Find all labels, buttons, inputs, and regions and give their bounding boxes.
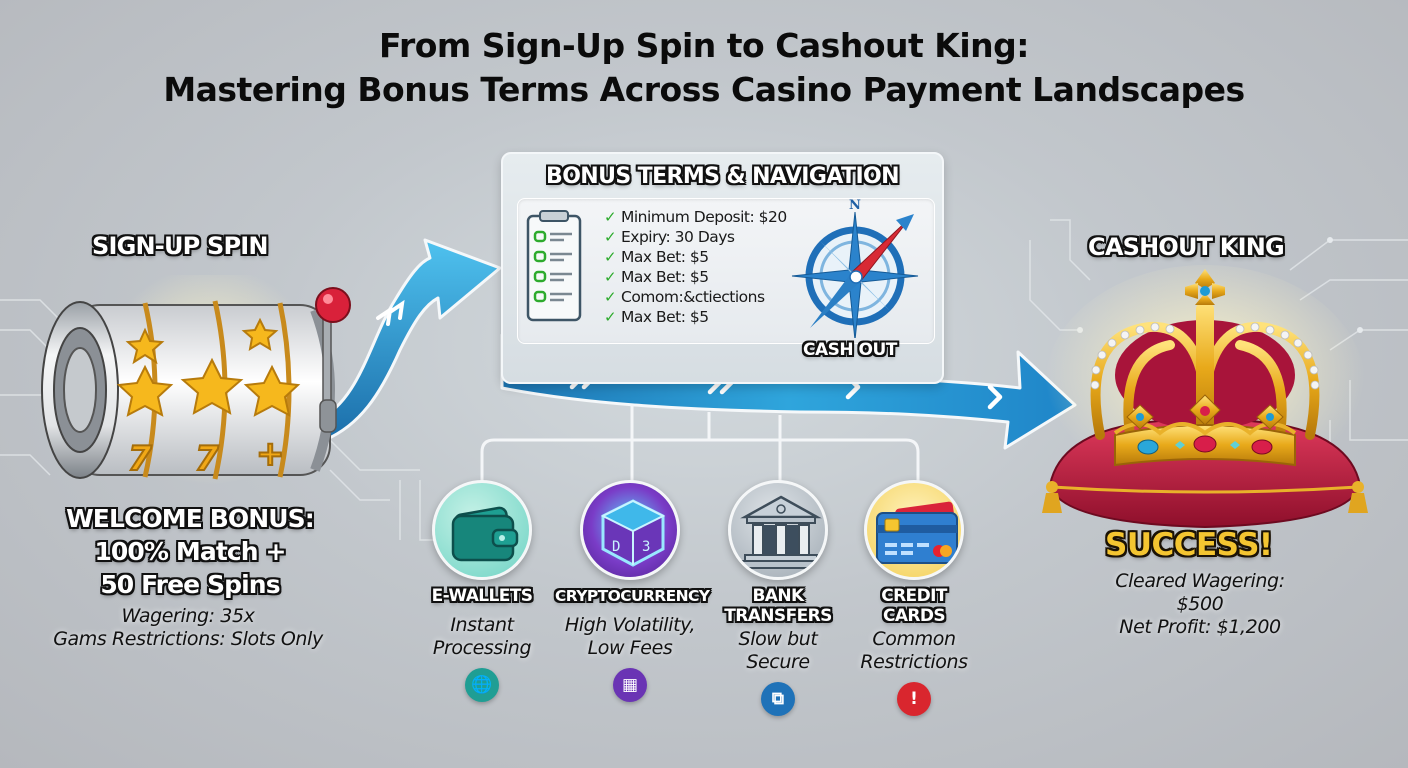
bank-icon <box>728 480 828 580</box>
payment-method-label: E-WALLETS <box>431 586 533 606</box>
wallet-icon <box>432 480 532 580</box>
success-heading: SUCCESS! <box>1105 527 1273 563</box>
payment-method-note: Instant Processing <box>432 614 532 659</box>
svg-text:N: N <box>849 198 861 213</box>
svg-text:+: + <box>256 434 285 474</box>
term-item: ✓Comom:&ctiections <box>604 288 765 306</box>
cashout-king-heading: CASHOUT KING <box>1088 233 1285 261</box>
payment-method-crypto[interactable]: D 3 CRYPTOCURRENCY High Volatility, Low … <box>555 480 710 702</box>
payment-method-ewallets[interactable]: E-WALLETS Instant Processing 🌐 <box>407 480 557 702</box>
svg-text:7: 7 <box>195 439 219 479</box>
payment-method-bank-transfers[interactable]: BANK TRANSFERS Slow but Secure ⧉ <box>703 480 853 716</box>
svg-text:D: D <box>612 539 620 555</box>
cleared-wagering-text: Cleared Wagering: $500 <box>1115 570 1285 615</box>
cashout-results: Cleared Wagering: $500 Net Profit: $1,20… <box>1090 570 1310 639</box>
title-line-2: Mastering Bonus Terms Across Casino Paym… <box>163 70 1245 109</box>
payment-method-label: CREDIT CARDS <box>881 586 947 626</box>
check-icon: ✓ <box>604 228 617 246</box>
page-title: From Sign-Up Spin to Cashout King: Maste… <box>0 24 1408 112</box>
check-icon: ✓ <box>604 288 617 306</box>
game-restrictions-text: Gams Restrictions: Slots Only <box>53 628 323 650</box>
payment-method-note: Slow but Secure <box>738 628 818 673</box>
welcome-bonus-line-1: WELCOME BONUS: <box>66 504 315 533</box>
net-profit-text: Net Profit: $1,200 <box>1119 616 1281 638</box>
term-item: ✓Minimum Deposit: $20 <box>604 208 787 226</box>
clipboard-checklist-icon <box>526 210 582 322</box>
term-item: ✓Max Bet: $5 <box>604 268 709 286</box>
term-item: ✓Expiry: 30 Days <box>604 228 735 246</box>
credit-card-icon <box>864 480 964 580</box>
secure-box-icon: ⧉ <box>761 682 795 716</box>
payment-method-label: BANK TRANSFERS <box>724 586 832 626</box>
payment-method-note: Common Restrictions <box>860 628 968 673</box>
check-icon: ✓ <box>604 308 617 326</box>
payment-method-credit-cards[interactable]: CREDIT CARDS Common Restrictions ! <box>839 480 989 716</box>
connector-lines <box>480 405 920 490</box>
rising-arrow <box>316 238 502 442</box>
bonus-terms-heading: BONUS TERMS & NAVIGATION <box>546 164 900 189</box>
crown-on-pillow-icon <box>1042 265 1368 529</box>
term-item: ✓Max Bet: $5 <box>604 308 709 326</box>
welcome-bonus-line-3: 50 Free Spins <box>100 570 280 599</box>
crypto-badge-icon: ▦ <box>613 668 647 702</box>
signup-terms: Wagering: 35x Gams Restrictions: Slots O… <box>18 605 358 651</box>
payment-method-label: CRYPTOCURRENCY <box>555 587 710 605</box>
welcome-bonus-line-2: 100% Match + <box>94 537 286 566</box>
globe-icon: 🌐 <box>465 668 499 702</box>
check-icon: ✓ <box>604 208 617 226</box>
svg-text:7: 7 <box>128 439 152 479</box>
cash-out-label: CASH OUT <box>803 340 897 360</box>
wagering-text: Wagering: 35x <box>121 605 255 627</box>
slot-machine-icon: 7 7 + <box>41 275 351 485</box>
warning-icon: ! <box>897 682 931 716</box>
term-item: ✓Max Bet: $5 <box>604 248 709 266</box>
welcome-bonus: WELCOME BONUS: 100% Match + 50 Free Spin… <box>30 502 350 601</box>
compass-icon: N <box>791 198 919 338</box>
check-icon: ✓ <box>604 268 617 286</box>
svg-text:3: 3 <box>642 539 650 555</box>
payment-method-note: High Volatility, Low Fees <box>564 614 696 659</box>
crypto-cube-icon: D 3 <box>580 480 680 580</box>
terms-list: ✓Minimum Deposit: $20 ✓Expiry: 30 Days ✓… <box>604 207 787 327</box>
title-line-1: From Sign-Up Spin to Cashout King: <box>379 26 1029 65</box>
check-icon: ✓ <box>604 248 617 266</box>
signup-spin-heading: SIGN-UP SPIN <box>92 232 268 260</box>
